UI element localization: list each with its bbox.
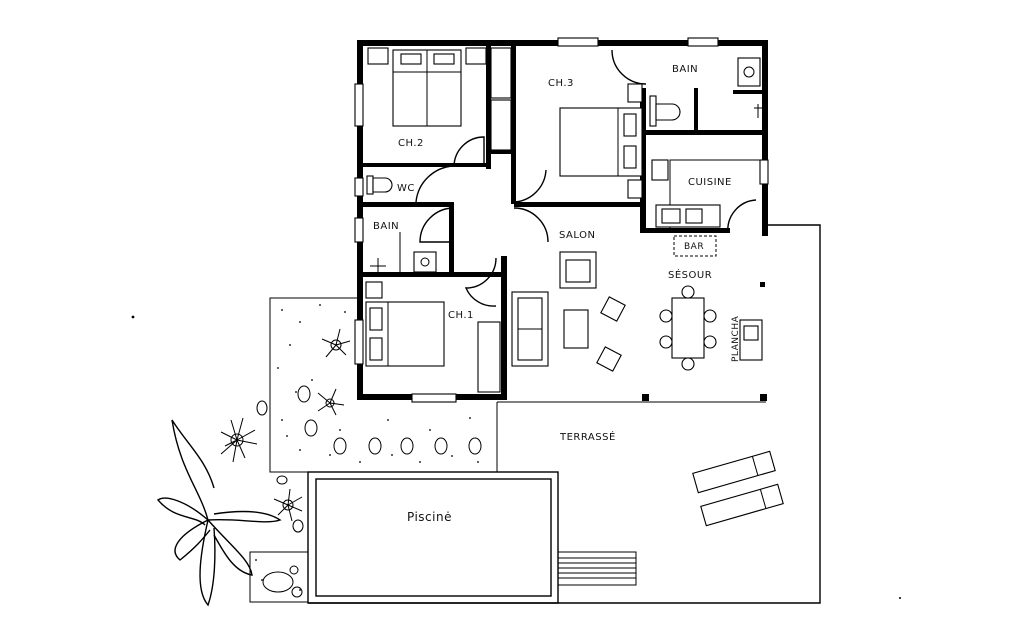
bar-counter (673, 235, 717, 257)
stray-mark (899, 597, 901, 599)
shower (370, 258, 386, 272)
pool-steps (557, 551, 637, 586)
palm-tree-icon (156, 419, 282, 607)
room-label-bain-top: BAIN (672, 64, 698, 75)
ottoman (596, 296, 626, 372)
shower (754, 104, 762, 118)
plancha-grill (739, 319, 763, 361)
room-label-bain-left: BAIN (373, 221, 399, 232)
area-label-terrasse: TERRASSÉ (559, 430, 616, 443)
terrace-outline (308, 224, 821, 604)
window (354, 37, 769, 403)
nightstand (367, 47, 487, 65)
nightstand (365, 281, 383, 299)
wardrobe (477, 321, 501, 393)
room-label-ch1: CH.1 (448, 310, 474, 321)
washbasin (737, 57, 761, 87)
armchair (559, 251, 597, 289)
garden-area (249, 297, 498, 603)
sun-lounger-icon (700, 483, 784, 527)
sofa (511, 291, 549, 367)
toilet (649, 95, 681, 127)
plant-icon (321, 328, 351, 358)
room-label-ch2: CH.2 (398, 138, 424, 149)
toilet (366, 175, 393, 195)
plant-icon (317, 388, 345, 416)
kitchen-counter (651, 159, 762, 233)
double-bed (559, 107, 643, 177)
sun-lounger-icon (692, 450, 776, 494)
area-label-piscine: Piscinė (407, 510, 452, 524)
double-bed (392, 49, 462, 127)
room-label-salon: SALON (559, 230, 595, 241)
plant-icon (220, 417, 258, 463)
room-label-sejour: SÉSOUR (668, 268, 712, 281)
double-bed (365, 301, 445, 367)
nightstand (627, 83, 643, 199)
washbasin (413, 251, 437, 273)
wardrobe (490, 47, 512, 151)
plant-icon (273, 488, 303, 522)
coffee-table (563, 309, 589, 349)
room-label-wc: WC (397, 183, 415, 194)
room-label-ch3: CH.3 (548, 78, 574, 89)
room-label-cuisine: CUISINE (688, 177, 732, 188)
pool (307, 471, 559, 604)
dining-table (659, 285, 717, 371)
stray-mark (131, 315, 135, 319)
room-label-plancha: PLANCHA (731, 315, 741, 362)
room-label-bar: BAR (684, 242, 704, 252)
